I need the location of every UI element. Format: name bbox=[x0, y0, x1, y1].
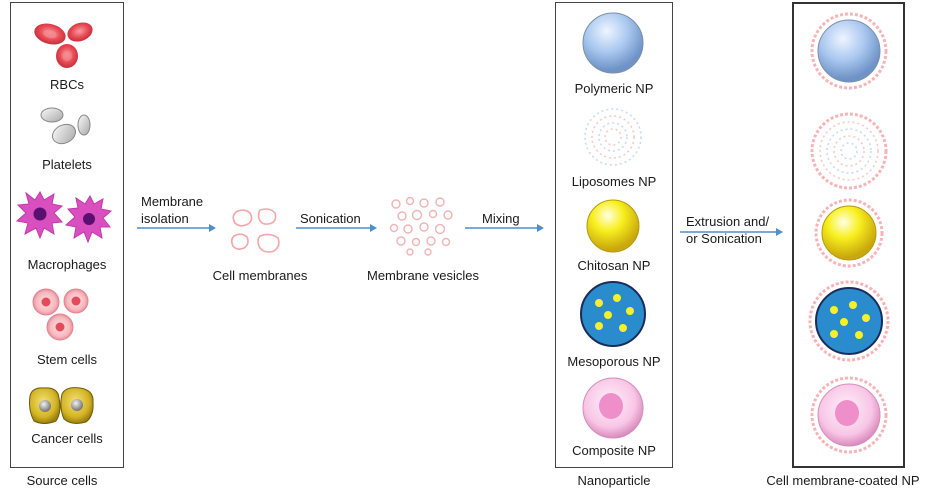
platelets-icon bbox=[40, 107, 91, 145]
membrane-label-line1: Membrane bbox=[141, 194, 204, 209]
label-stem-cells: Stem cells bbox=[37, 352, 97, 367]
label-composite-np: Composite NP bbox=[572, 443, 656, 458]
membrane-vesicles-label: Membrane vesicles bbox=[367, 268, 479, 283]
cancer-cells-icon bbox=[29, 387, 94, 424]
sonication-label: Sonication bbox=[300, 211, 361, 226]
stem-cells-icon bbox=[32, 288, 89, 341]
mixing-label: Mixing bbox=[482, 211, 520, 226]
composite-np-icon bbox=[582, 377, 644, 439]
source-cells-caption: Source cells bbox=[26, 473, 98, 488]
label-mesoporous-np: Mesoporous NP bbox=[567, 354, 661, 369]
coated-liposome-np-icon bbox=[810, 112, 888, 190]
extrusion-label-line1: Extrusion and/ bbox=[686, 214, 770, 229]
macrophages-icon bbox=[15, 190, 113, 244]
label-macrophages: Macrophages bbox=[27, 257, 107, 272]
coated-composite-np-icon bbox=[810, 376, 888, 454]
cell-membranes-icon bbox=[230, 208, 280, 253]
coated-np-caption: Cell membrane-coated NP bbox=[766, 473, 920, 488]
nanoparticle-caption: Nanoparticle bbox=[577, 473, 651, 488]
coated-polymeric-np-icon bbox=[810, 12, 888, 90]
cell-membranes-label: Cell membranes bbox=[212, 268, 308, 283]
coated-mesoporous-np-icon bbox=[808, 280, 890, 362]
membrane-vesicles-icon bbox=[389, 196, 453, 256]
label-polymeric-np: Polymeric NP bbox=[574, 81, 654, 96]
label-chitosan-np: Chitosan NP bbox=[577, 258, 651, 273]
label-cancer-cells: Cancer cells bbox=[31, 431, 103, 446]
label-liposomes-np: Liposomes NP bbox=[571, 174, 657, 189]
chitosan-np-icon bbox=[586, 199, 640, 253]
mixing-arrow bbox=[465, 224, 544, 232]
red-blood-cells-icon bbox=[34, 22, 93, 68]
mesoporous-np-icon bbox=[580, 281, 646, 347]
label-rbcs: RBCs bbox=[50, 77, 84, 92]
membrane-isolation-arrow bbox=[137, 224, 216, 232]
extrusion-arrow bbox=[680, 228, 783, 236]
membrane-label-line2: isolation bbox=[141, 211, 189, 226]
sonication-arrow bbox=[296, 224, 377, 232]
polymeric-np-icon bbox=[582, 12, 644, 74]
liposome-np-icon bbox=[584, 108, 642, 166]
extrusion-label-line2: or Sonication bbox=[686, 231, 762, 246]
label-platelets: Platelets bbox=[42, 157, 92, 172]
coated-chitosan-np-icon bbox=[814, 198, 884, 268]
